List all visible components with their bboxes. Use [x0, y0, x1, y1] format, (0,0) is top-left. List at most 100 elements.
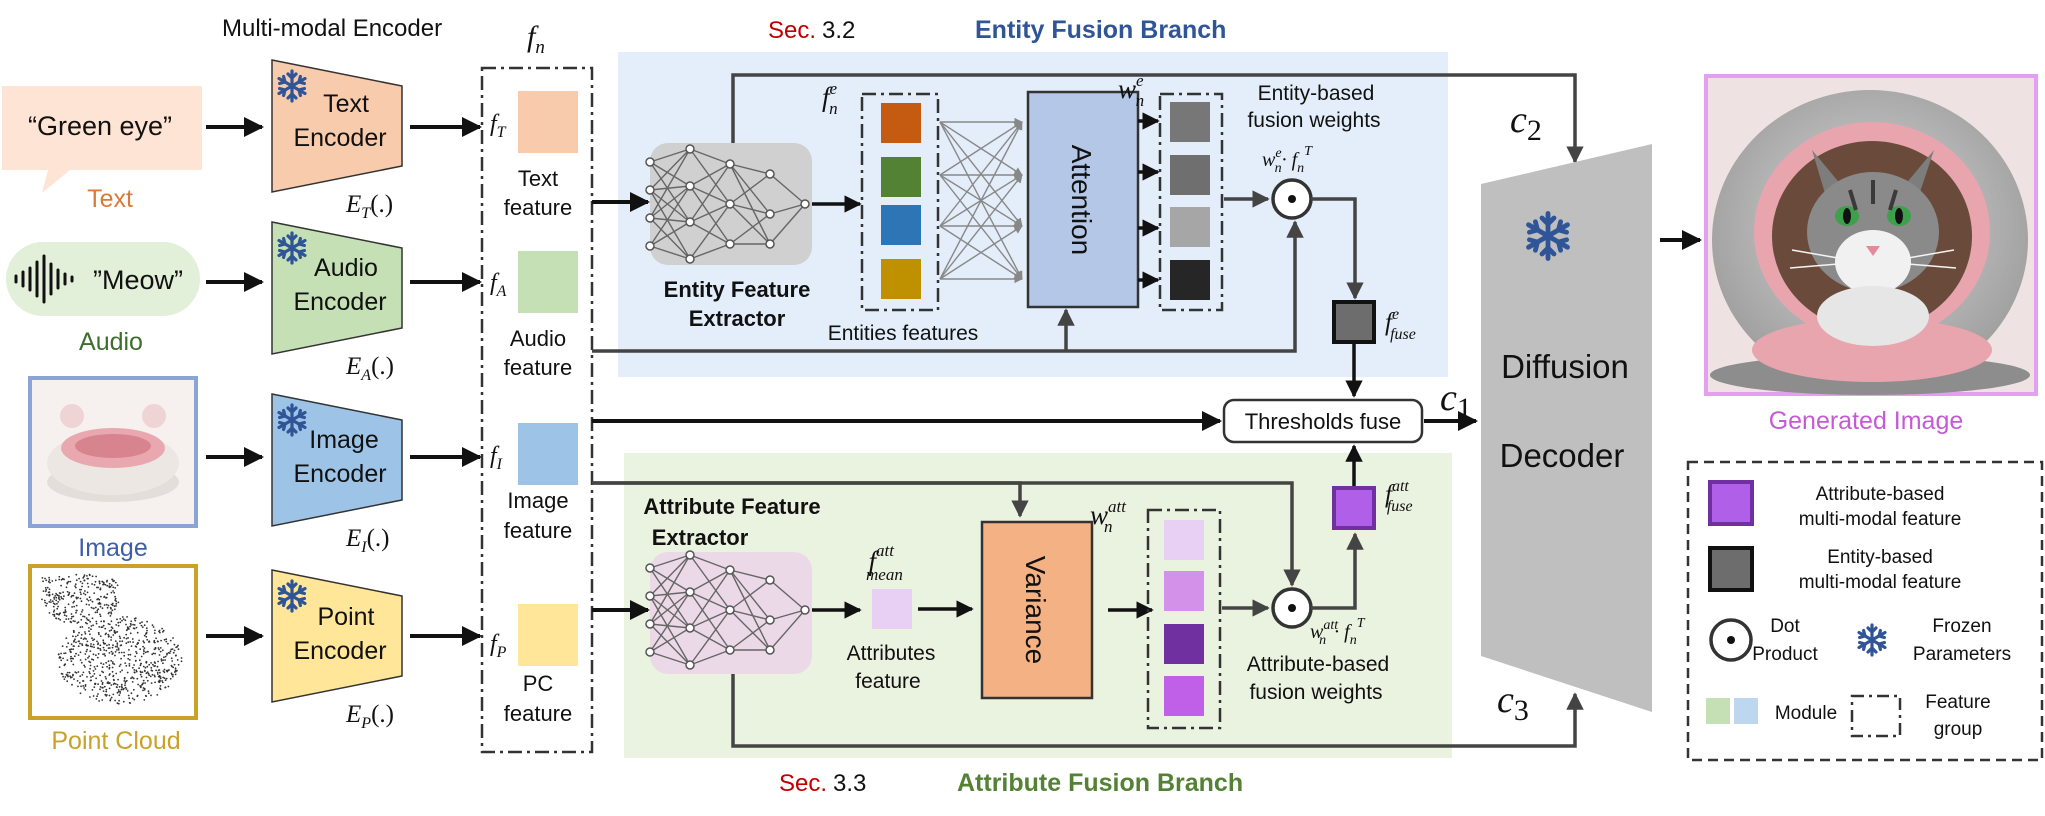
point-cloud-dot [158, 648, 161, 651]
point-cloud-dot [125, 679, 128, 682]
feature-pc: fP PC feature [490, 604, 578, 726]
point-cloud-dot [135, 650, 137, 653]
attention-box [1026, 90, 1140, 309]
point-cloud-dot [69, 676, 72, 679]
point-cloud-dot [88, 671, 91, 673]
point-cloud-dot [130, 692, 133, 695]
point-cloud-dot [104, 693, 107, 696]
point-cloud-dot [87, 586, 90, 588]
point-cloud-dot [91, 645, 93, 648]
point-cloud-dot [64, 676, 67, 678]
point-cloud-dot [58, 594, 60, 597]
point-cloud-dot [75, 641, 77, 644]
point-cloud-dot [143, 687, 146, 690]
attention-label: Attention [1066, 145, 1097, 256]
point-encoder-fn: EP(.) [345, 701, 394, 732]
point-cloud-dot [133, 669, 136, 671]
point-cloud-dot [96, 640, 98, 643]
point-cloud-dot [152, 652, 155, 655]
point-cloud-dot [51, 593, 54, 596]
point-cloud-dot [151, 624, 154, 627]
point-cloud-dot [172, 673, 174, 676]
point-cloud-dot [101, 666, 104, 669]
point-cloud-dot [150, 682, 153, 684]
point-cloud-dot [164, 655, 167, 658]
point-cloud-dot [59, 656, 62, 659]
point-cloud-dot [75, 596, 78, 599]
point-cloud-dot [116, 618, 118, 621]
point-cloud-dot [115, 624, 118, 626]
point-cloud-dot [75, 586, 77, 589]
point-cloud-dot [98, 700, 100, 702]
point-cloud-image [41, 573, 183, 705]
point-cloud-dot [77, 654, 80, 656]
point-cloud-dot [65, 586, 68, 589]
point-cloud-dot [133, 627, 136, 630]
point-cloud-dot [81, 643, 83, 645]
point-cloud-dot [147, 672, 150, 675]
point-cloud-dot [110, 603, 113, 606]
point-cloud-dot [102, 686, 104, 689]
point-cloud-dot [112, 662, 114, 665]
point-cloud-dot [126, 671, 129, 674]
svg-text:Image: Image [507, 488, 568, 513]
image-input-label: Image [78, 534, 147, 562]
point-cloud-dot [139, 622, 142, 625]
generated-image-label: Generated Image [1769, 407, 1964, 435]
point-cloud-dot [75, 604, 78, 607]
point-cloud-dot [124, 686, 127, 689]
point-cloud-dot [60, 652, 62, 655]
point-cloud-dot [86, 648, 88, 651]
point-cloud-dot [176, 645, 179, 648]
svg-text:fP: fP [490, 631, 507, 661]
point-cloud-dot [73, 655, 76, 658]
point-cloud-dot [121, 616, 124, 618]
fn-label: fn [527, 20, 545, 58]
point-cloud-dot [160, 659, 163, 662]
point-cloud-dot [153, 674, 156, 677]
point-cloud-dot [111, 627, 114, 630]
point-cloud-dot [96, 656, 99, 659]
point-cloud-dot [171, 675, 174, 678]
point-cloud-dot [91, 617, 94, 620]
point-cloud-dot [86, 591, 89, 594]
point-cloud-dot [93, 583, 96, 586]
point-cloud-dot [98, 626, 101, 628]
point-cloud-dot [154, 629, 156, 632]
point-cloud-dot [126, 616, 128, 618]
point-cloud-dot [100, 620, 103, 623]
point-cloud-dot [55, 599, 58, 602]
point-cloud-dot [112, 586, 115, 589]
point-cloud-dot [116, 646, 119, 648]
point-cloud-dot [101, 699, 104, 701]
point-cloud-dot [99, 686, 102, 688]
text-input-label: Text [87, 185, 133, 213]
point-cloud-dot [79, 588, 81, 591]
point-cloud-dot [102, 690, 105, 692]
point-cloud-dot [142, 649, 145, 651]
point-cloud-dot [115, 686, 118, 688]
point-cloud-dot [110, 607, 112, 610]
point-cloud-dot [54, 579, 57, 582]
point-cloud-dot [127, 653, 130, 656]
point-cloud-dot [141, 626, 144, 628]
point-cloud-dot [143, 699, 146, 701]
point-cloud-dot [89, 645, 92, 648]
point-cloud-dot [68, 648, 71, 651]
point-cloud-dot [72, 674, 74, 677]
point-cloud-dot [80, 633, 83, 636]
legend-attr-swatch [1708, 480, 1754, 526]
decoder-label: Diffusion [1501, 348, 1629, 385]
point-cloud-dot [96, 611, 99, 614]
svg-text:PC: PC [523, 671, 554, 696]
point-cloud-dot [143, 650, 145, 653]
point-cloud-dot [129, 622, 132, 625]
point-cloud-dot [69, 675, 71, 678]
point-cloud-dot [126, 626, 129, 629]
point-cloud-dot [110, 612, 113, 615]
point-cloud-dot [74, 585, 76, 587]
point-cloud-dot [86, 575, 88, 577]
